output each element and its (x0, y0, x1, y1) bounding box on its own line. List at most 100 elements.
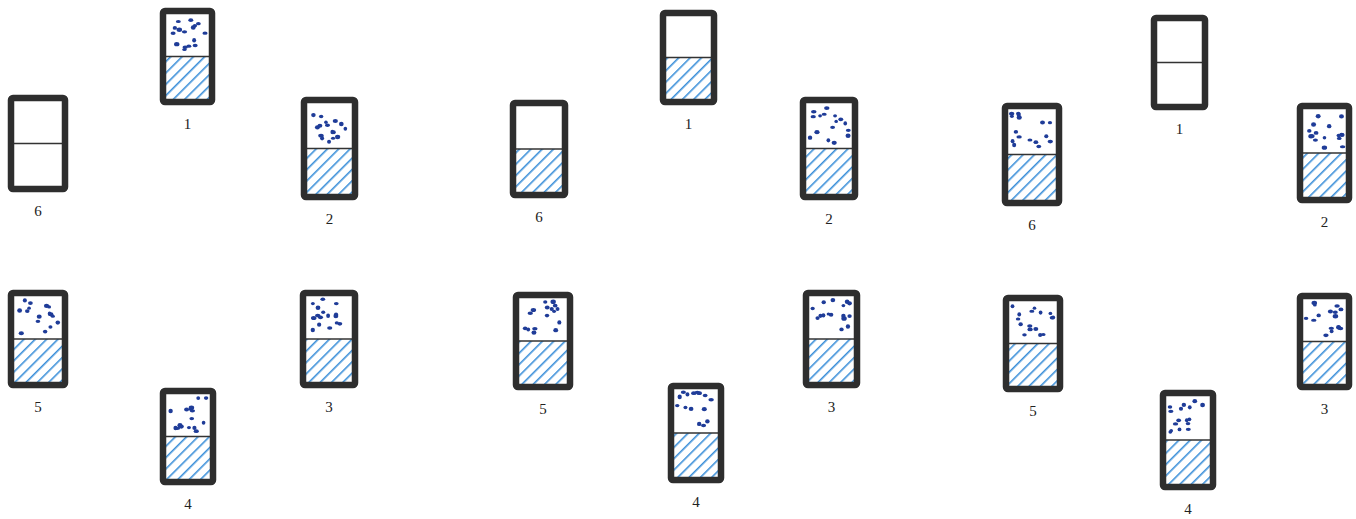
callout-number: 1 (184, 117, 192, 132)
gas-particle (27, 307, 31, 310)
gas-particle (204, 396, 208, 400)
container (663, 13, 714, 102)
gas-particle (841, 316, 846, 321)
gas-particle (202, 31, 207, 34)
gas-particle (47, 305, 51, 308)
callout-number: 5 (1029, 404, 1037, 419)
gas-particle (827, 138, 831, 142)
liquid-hatch (305, 149, 354, 197)
gas-particle (1048, 121, 1052, 124)
gas-particle (190, 409, 195, 412)
container-wall (1154, 18, 1205, 107)
gas-particle (171, 31, 176, 35)
level-line (664, 57, 713, 58)
gas-particle (333, 119, 338, 123)
gas-particle (330, 130, 334, 134)
container (516, 295, 570, 387)
gas-particle (702, 407, 707, 411)
gas-particle (48, 312, 52, 317)
container (163, 391, 213, 482)
gas-particle (1188, 405, 1192, 409)
gas-particle (815, 316, 819, 320)
gas-particle (1200, 403, 1205, 407)
gas-particle (317, 322, 321, 326)
container (11, 98, 65, 189)
gas-particle (811, 307, 815, 311)
gas-particle (842, 304, 846, 307)
gas-particle (1169, 429, 1173, 433)
gas-particle (831, 298, 836, 302)
liquid-hatch (804, 149, 854, 197)
gas-particle (705, 419, 710, 423)
gas-particle (335, 135, 340, 140)
container-wall (663, 13, 714, 102)
gas-particle (1012, 143, 1016, 147)
gas-particle (326, 314, 330, 318)
gas-particle (1017, 135, 1022, 138)
gas-particle (325, 123, 330, 126)
gas-particle (182, 30, 187, 33)
level-line (1164, 439, 1212, 440)
gas-particle (319, 115, 323, 118)
gas-particle (683, 406, 687, 410)
gas-particle (1311, 122, 1316, 127)
gas-particle (1186, 422, 1191, 425)
gas-particle (846, 134, 851, 138)
container-wall (1006, 298, 1060, 389)
gas-particle (184, 408, 189, 412)
container (1163, 393, 1213, 487)
gas-particle (1017, 113, 1021, 117)
gas-particle (1329, 327, 1334, 330)
gas-particle (1027, 324, 1032, 328)
liquid-hatch (164, 57, 211, 102)
gas-particle (344, 127, 348, 131)
gas-particle (832, 141, 837, 145)
liquid-hatch (12, 339, 64, 384)
gas-particle (1027, 138, 1032, 141)
liquid-hatch (304, 339, 354, 384)
gas-particle (557, 320, 561, 324)
gas-particle (1307, 129, 1311, 133)
gas-particle (174, 42, 179, 46)
level-line (1155, 62, 1204, 63)
gas-particle (1312, 301, 1318, 305)
container (803, 100, 855, 197)
gas-particle (19, 331, 24, 335)
level-line (305, 148, 354, 149)
gas-particle (1186, 428, 1191, 431)
level-line (164, 56, 211, 57)
gas-particle (686, 392, 690, 396)
container-wall (163, 391, 213, 482)
gas-particle (1009, 112, 1014, 116)
gas-particle (698, 391, 702, 395)
gas-particle (1050, 316, 1055, 319)
container-wall (163, 11, 212, 102)
callout-number: 1 (1176, 122, 1184, 137)
gas-particle (1338, 308, 1343, 312)
gas-particle (1336, 325, 1341, 329)
gas-particle (678, 395, 682, 400)
gas-particle (808, 135, 812, 139)
gas-particle (192, 38, 196, 42)
gas-particle (550, 299, 555, 304)
container (11, 293, 65, 385)
gas-particle (843, 121, 847, 125)
gas-particle (318, 315, 323, 319)
gas-particle (526, 327, 530, 331)
liquid-hatch (1164, 440, 1212, 486)
gas-particle (48, 325, 52, 328)
container-wall (671, 386, 721, 480)
level-line (1301, 341, 1348, 342)
container-wall (516, 295, 570, 387)
level-line (517, 340, 569, 341)
gas-particle (1014, 130, 1018, 134)
gas-particle (1016, 317, 1021, 320)
container-wall (806, 293, 857, 385)
gas-particle (43, 330, 47, 334)
gas-particle (1039, 310, 1043, 314)
gas-particle (335, 321, 339, 324)
gas-particle (188, 18, 193, 22)
gas-particle (311, 302, 315, 305)
liquid-hatch (664, 58, 713, 102)
gas-particle (1022, 333, 1027, 336)
